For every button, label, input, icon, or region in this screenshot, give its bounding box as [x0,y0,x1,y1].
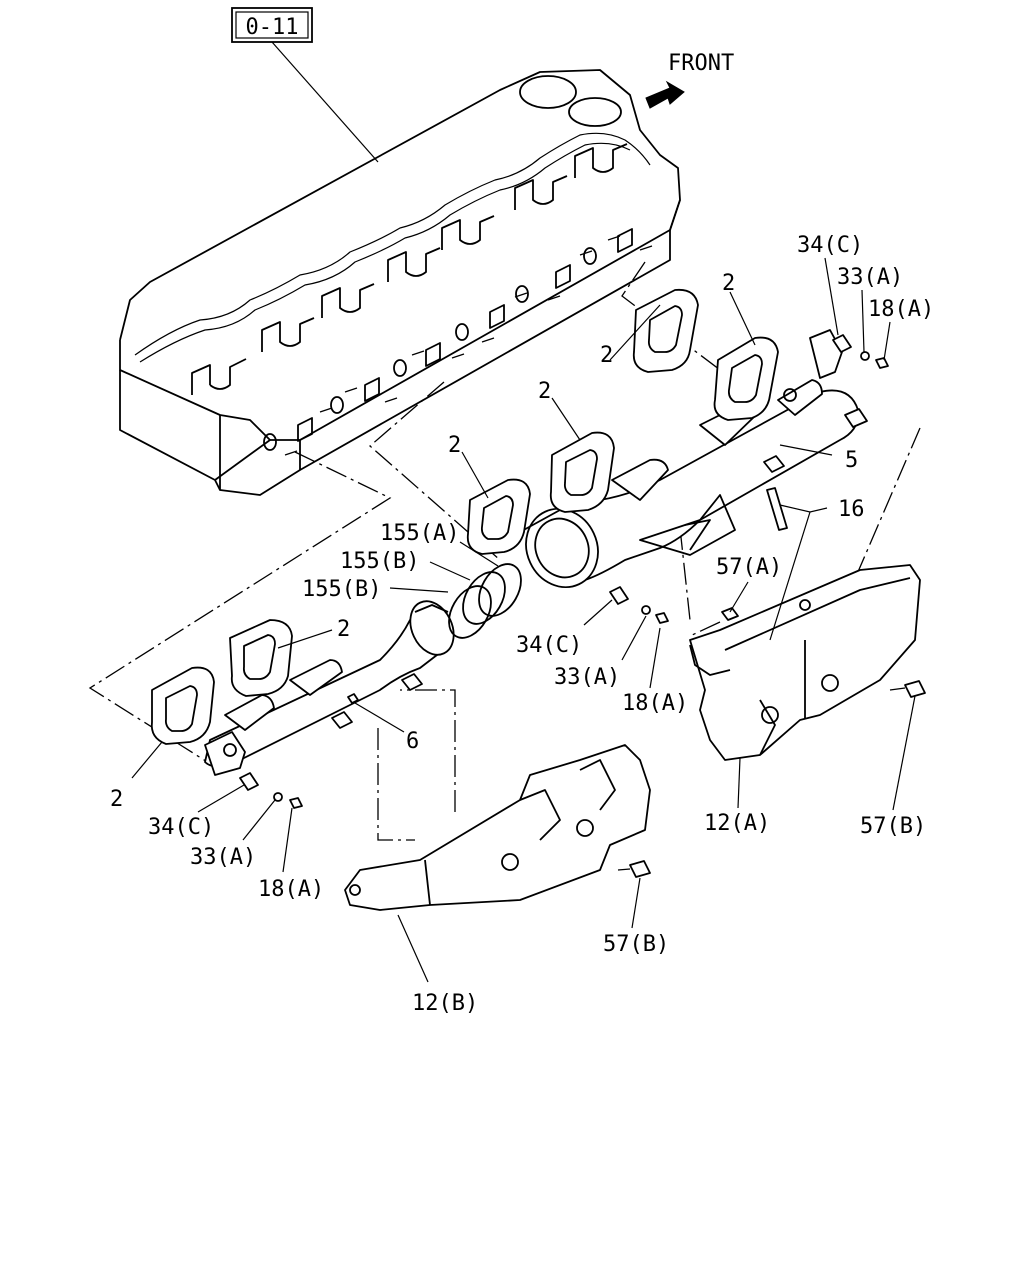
front-exhaust-manifold [204,600,455,776]
callout-labels: 2 2 2 2 2 2 34(C) 33(A) 18(A) 5 16 155(A… [110,233,934,1016]
leader-lines [131,257,916,983]
reference-box: 0-11 [231,7,313,43]
leader-ref [271,41,379,163]
hardware [239,334,926,878]
callout-nut-top: 18(A) [868,297,934,322]
front-direction: FRONT [645,51,734,109]
callout-spacer-mid: 34(C) [516,633,582,658]
callout-gasket-1: 2 [722,271,735,296]
callout-bolt-b-low: 57(B) [603,932,669,957]
callout-bolt-b-right: 57(B) [860,814,926,839]
front-arrow-icon [645,80,685,109]
callout-heat-shield-b: 12(B) [412,991,478,1016]
seal-rings [448,563,522,639]
callout-heat-shield-a: 12(A) [704,811,770,836]
callout-nut-mid: 18(A) [622,691,688,716]
callout-gasket-5: 2 [337,617,350,642]
callout-gasket-2: 2 [600,343,613,368]
cylinder-head [119,69,681,496]
gaskets-front [150,619,293,745]
callout-stud: 16 [838,497,865,522]
callout-gasket-6: 2 [110,787,123,812]
heat-shield-a [689,564,921,761]
callout-washer-top: 33(A) [837,265,903,290]
callout-spacer-low: 34(C) [148,815,214,840]
callout-gasket-4: 2 [448,433,461,458]
front-label: FRONT [668,51,734,76]
gaskets-rear [466,288,779,555]
callout-washer-low: 33(A) [190,845,256,870]
callout-gasket-3: 2 [538,379,551,404]
heat-shield-b [344,744,651,911]
callout-seal-b1: 155(B) [340,549,419,574]
callout-front-manifold: 6 [406,729,419,754]
rear-exhaust-manifold [519,329,868,589]
callout-seal-b2: 155(B) [302,577,381,602]
callout-nut-low: 18(A) [258,877,324,902]
callout-bolt-a: 57(A) [716,555,782,580]
reference-box-label: 0-11 [246,15,299,40]
callout-rear-manifold: 5 [845,448,858,473]
callout-seal-a: 155(A) [380,521,459,546]
callout-washer-mid: 33(A) [554,665,620,690]
callout-spacer-top: 34(C) [797,233,863,258]
